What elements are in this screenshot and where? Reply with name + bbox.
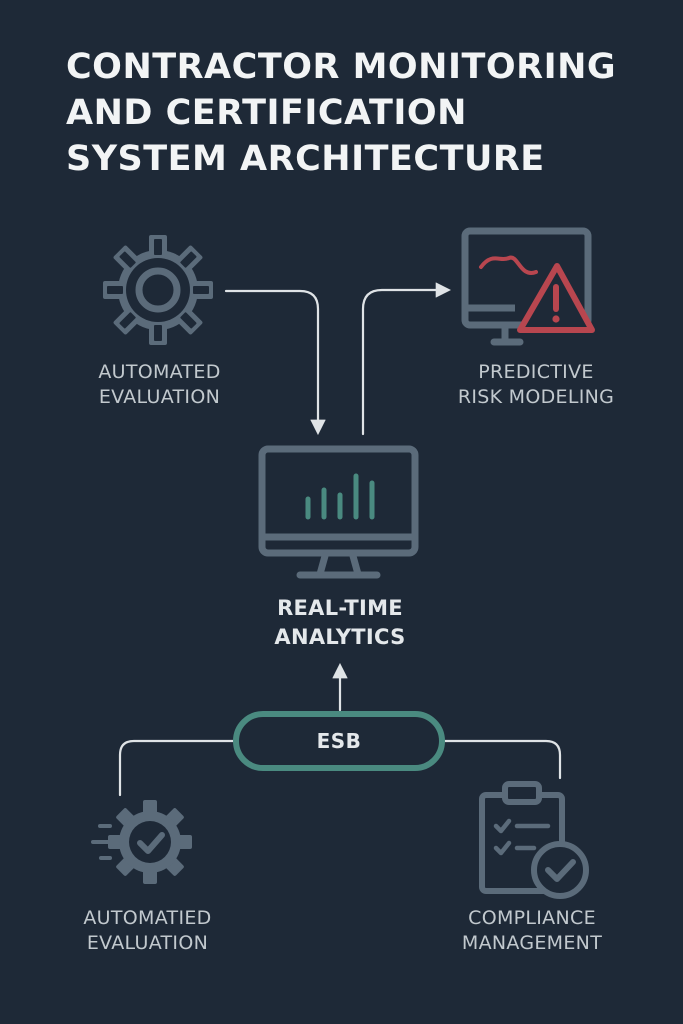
gear-check-icon [108, 800, 192, 884]
clipboard-check-icon [479, 781, 589, 899]
page-title: CONTRACTOR MONITORING AND CERTIFICATION … [66, 44, 616, 182]
motion-lines [91, 824, 112, 860]
label-automatied-evaluation-bottom: AUTOMATIED EVALUATION [83, 907, 212, 954]
gear-icon [103, 235, 213, 345]
title-line-3: SYSTEM ARCHITECTURE [66, 139, 545, 179]
label-automated-evaluation-top: AUTOMATED EVALUATION [98, 361, 221, 408]
title-line-1: CONTRACTOR MONITORING [66, 47, 617, 87]
risk-trend-line [479, 255, 538, 275]
esb-node [233, 711, 445, 771]
analytics-bars [305, 473, 375, 520]
title-line-2: AND CERTIFICATION [66, 93, 467, 133]
arrow-evaluation-to-analytics [224, 289, 326, 436]
label-real-time-analytics: REAL-TIME ANALYTICS [274, 596, 406, 649]
connectors [118, 282, 562, 797]
monitor-bar-chart-icon [258, 445, 419, 579]
line-esb-to-evaluation [118, 739, 238, 797]
arrow-analytics-to-risk [361, 282, 452, 436]
label-compliance-management: COMPLIANCE MANAGEMENT [461, 907, 603, 954]
label-predictive-risk-modeling: PREDICTIVE RISK MODELING [457, 361, 615, 408]
monitor-warning-icon [461, 227, 595, 346]
line-esb-to-compliance [440, 739, 562, 780]
esb-label: ESB [316, 729, 362, 753]
